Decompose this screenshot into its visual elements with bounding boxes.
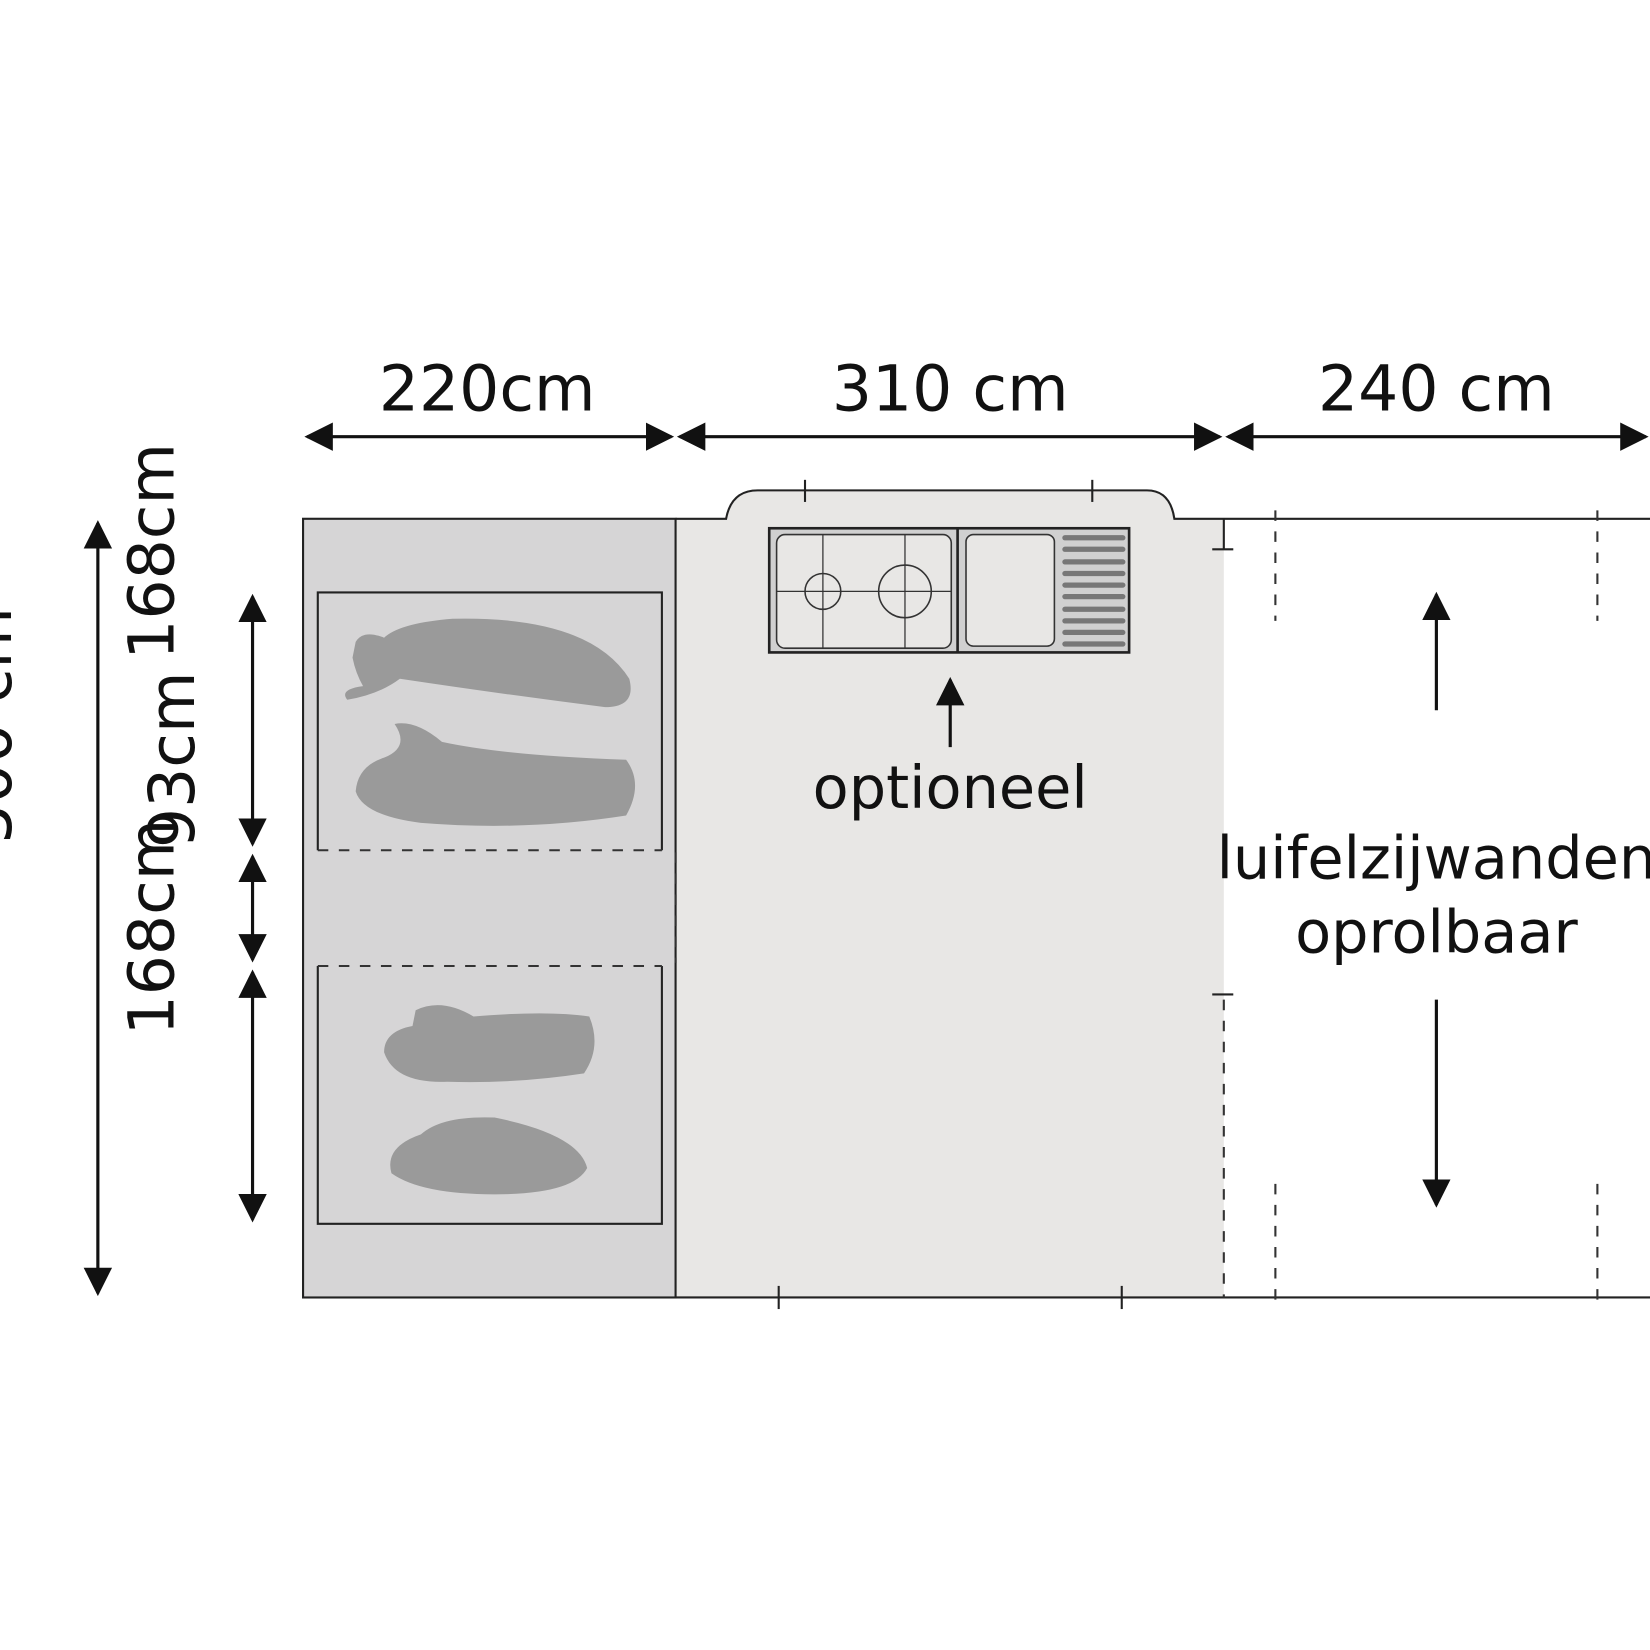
kitchen-optional-label: optioneel [813, 753, 1088, 822]
dim-aisle-depth: 93cm [135, 672, 209, 849]
dim-awning-width: 240 cm [1318, 351, 1555, 425]
sleeping-cabin-1 [316, 591, 663, 851]
dim-cabin2-depth: 168cm [115, 819, 189, 1036]
dim-living-width: 310 cm [832, 351, 1069, 425]
dim-total-depth: 500 cm [0, 607, 26, 844]
dim-cabin1-depth: 168cm [115, 443, 189, 660]
awning-label-line1: luifelzijwanden [1217, 824, 1650, 893]
sleeper-figures [345, 618, 636, 1195]
sleeping-cabin-2 [316, 966, 663, 1225]
awning-label-line2: oprolbaar [1295, 897, 1578, 966]
kitchen-unit [767, 526, 1131, 654]
drainer-icon [1062, 535, 1126, 647]
living-area [675, 490, 1224, 1298]
sink-icon [965, 533, 1056, 647]
dim-bedroom-width: 220cm [379, 351, 596, 425]
